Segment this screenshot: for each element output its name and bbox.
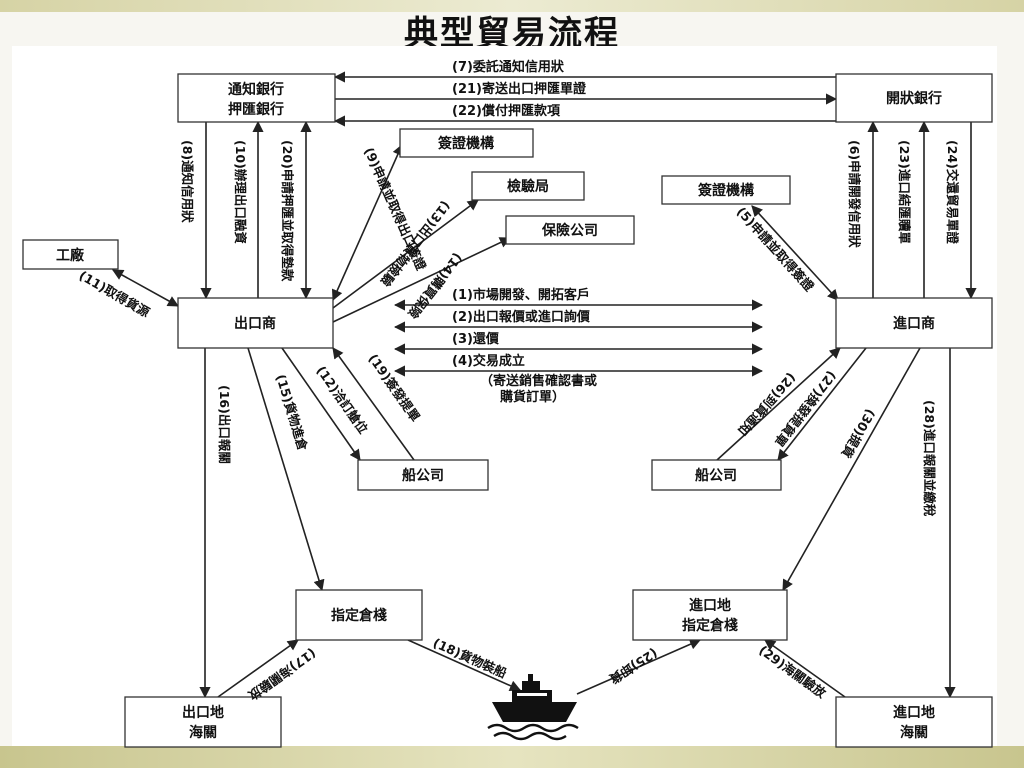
box-warehouse-left: 指定倉棧 [295, 589, 423, 641]
svg-text:押匯銀行: 押匯銀行 [228, 101, 284, 118]
label-25: (25)卸貨 [606, 645, 660, 687]
label-24: (24)交還貿易單證 [945, 140, 960, 244]
label-17: (17)海關驗放 [245, 646, 319, 704]
label-23: (23)進口結匯贖單 [897, 140, 912, 244]
box-shipping-company-left: 船公司 [357, 459, 489, 491]
svg-text:通知銀行: 通知銀行 [228, 81, 284, 98]
arrow-30 [782, 347, 921, 591]
box-insurance-company: 保險公司 [505, 215, 635, 245]
svg-text:工廠: 工廠 [56, 247, 85, 264]
top-decor-band [0, 0, 1024, 12]
label-22: (22)償付押匯款項 [452, 103, 561, 119]
horizontal-labels: (7)委託通知信用狀 (21)寄送出口押匯單證 (22)償付押匯款項 (1)市場… [452, 59, 597, 405]
box-shipping-company-right: 船公司 [651, 459, 782, 491]
label-f3: (3)還價 [452, 331, 500, 347]
box-visa-agency-right: 簽證機構 [661, 175, 791, 205]
label-f4: (4)交易成立 [452, 353, 525, 369]
label-6: (6)申請開發信用狀 [847, 140, 862, 248]
arrow-9 [331, 143, 404, 302]
diagram-panel [12, 46, 997, 746]
svg-text:船公司: 船公司 [695, 467, 737, 484]
label-19: (19)簽發提單 [366, 351, 424, 425]
arrow-13 [332, 199, 479, 309]
label-12: (12)洽訂艙位 [314, 363, 372, 437]
svg-text:船公司: 船公司 [402, 467, 444, 484]
label-f4-note2: 購貨訂單） [499, 389, 565, 405]
svg-text:檢驗局: 檢驗局 [507, 178, 549, 195]
arrow-27 [777, 347, 867, 461]
box-notify-bank: 通知銀行 押匯銀行 [177, 73, 336, 123]
label-21: (21)寄送出口押匯單證 [452, 81, 587, 97]
label-11: (11)取得貨源 [77, 268, 153, 321]
box-issuing-bank: 開狀銀行 [835, 73, 993, 123]
box-visa-agency-left: 簽證機構 [399, 128, 534, 158]
label-f1: (1)市場開發、開拓客戶 [452, 287, 590, 303]
connectors [112, 71, 977, 699]
svg-text:簽證機構: 簽證機構 [438, 135, 494, 152]
svg-text:出口地: 出口地 [182, 704, 224, 721]
box-customs-left: 出口地 海關 [124, 696, 282, 748]
label-29: (29)海關驗放 [756, 642, 829, 701]
box-inspection-bureau: 檢驗局 [471, 171, 585, 201]
svg-text:指定倉棧: 指定倉棧 [331, 607, 387, 624]
label-15: (15)貨物進倉 [273, 372, 311, 452]
arrow-18 [407, 639, 522, 692]
box-warehouse-right: 進口地 指定倉棧 [632, 589, 788, 641]
arrow-11 [112, 269, 179, 307]
label-9: (9)申請並取得出口簽證 [361, 145, 429, 273]
arrow-19 [332, 347, 415, 461]
box-importer: 進口商 [835, 297, 993, 349]
svg-text:海關: 海關 [900, 724, 928, 741]
svg-text:保險公司: 保險公司 [541, 222, 598, 239]
label-5: (5)申請並取得簽證 [734, 204, 817, 294]
svg-text:簽證機構: 簽證機構 [698, 182, 754, 199]
arrow-26 [716, 347, 841, 461]
svg-text:開狀銀行: 開狀銀行 [886, 90, 942, 107]
bottom-decor-band [0, 746, 1024, 768]
label-18: (18)貨物裝船 [431, 635, 510, 681]
svg-text:出口商: 出口商 [234, 315, 276, 332]
box-exporter: 出口商 [177, 297, 334, 349]
label-28: (28)進口報關並繳稅 [922, 400, 937, 517]
label-10: (10)辦理出口融資 [233, 140, 248, 244]
svg-text:指定倉棧: 指定倉棧 [682, 617, 738, 634]
label-f4-note1: （寄送銷售確認書或 [480, 373, 597, 389]
svg-text:進口商: 進口商 [893, 315, 935, 332]
arrow-5 [751, 205, 839, 301]
box-customs-right: 進口地 海關 [835, 696, 993, 748]
svg-text:海關: 海關 [189, 724, 217, 741]
label-f2: (2)出口報價或進口詢價 [452, 309, 591, 325]
arrow-25 [576, 638, 702, 695]
svg-text:進口地: 進口地 [689, 597, 731, 614]
arrow-15 [247, 347, 325, 592]
label-8: (8)通知信用狀 [180, 140, 195, 223]
arrow-14 [332, 237, 512, 323]
arrow-17 [217, 639, 299, 698]
svg-text:進口地: 進口地 [893, 704, 935, 721]
label-30: (30)提貨 [838, 407, 878, 462]
label-20: (20)申請押匯並取得墊款 [280, 140, 295, 282]
arrow-29 [764, 639, 846, 698]
box-factory: 工廠 [22, 239, 119, 270]
arrow-12 [281, 347, 361, 461]
label-16: (16)出口報關 [217, 385, 232, 464]
label-7: (7)委託通知信用狀 [452, 59, 565, 75]
cargo-ship-icon [487, 674, 579, 741]
